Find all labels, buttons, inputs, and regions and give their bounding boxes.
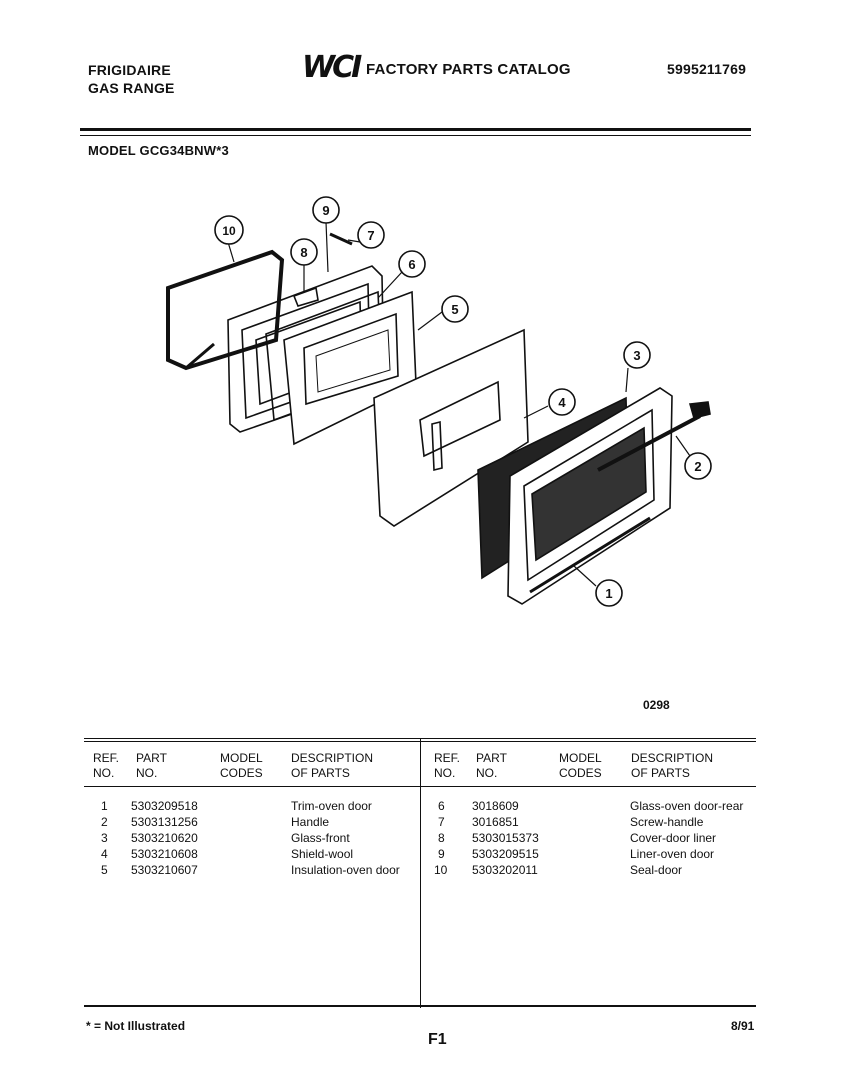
table-row: 3 5303210620 Glass-front <box>93 830 418 846</box>
part-no: 5303202011 <box>472 863 538 877</box>
ref-no: 2 <box>101 815 108 829</box>
table-row: 2 5303131256 Handle <box>93 814 418 830</box>
brand-name: FRIGIDAIRE <box>88 62 171 78</box>
exploded-diagram: 1 2 3 4 5 6 7 8 9 10 <box>166 196 712 607</box>
part-no: 5303210607 <box>131 863 198 877</box>
svg-text:4: 4 <box>558 395 566 410</box>
col-header-ref-right: REF.NO. <box>434 751 461 780</box>
svg-text:1: 1 <box>605 586 612 601</box>
callout-6: 6 <box>398 250 426 278</box>
callout-5: 5 <box>441 295 469 323</box>
table-row: 1 5303209518 Trim-oven door <box>93 798 418 814</box>
callout-4: 4 <box>548 388 576 416</box>
part-description: Shield-wool <box>291 847 354 861</box>
ref-no: 9 <box>438 847 445 861</box>
wci-logo: WCI <box>302 50 362 85</box>
part-description: Trim-oven door <box>291 799 372 813</box>
svg-text:7: 7 <box>367 228 374 243</box>
svg-text:3: 3 <box>633 348 640 363</box>
part-description: Cover-door liner <box>630 831 717 845</box>
part-no: 3016851 <box>472 815 519 829</box>
ref-no: 4 <box>101 847 108 861</box>
ref-no: 1 <box>101 799 108 813</box>
parts-list-left: 1 5303209518 Trim-oven door 2 5303131256… <box>93 798 418 878</box>
parts-list-right: 6 3018609 Glass-oven door-rear 7 3016851… <box>432 798 757 878</box>
part-description: Handle <box>291 815 330 829</box>
ref-no: 6 <box>438 799 445 813</box>
svg-text:6: 6 <box>408 257 415 272</box>
revision-date: 8/91 <box>731 1019 755 1033</box>
svg-text:10: 10 <box>222 224 236 238</box>
svg-text:5: 5 <box>451 302 458 317</box>
table-divider <box>420 738 421 1008</box>
part-description: Seal-door <box>630 863 683 877</box>
part-description: Glass-oven door-rear <box>630 799 744 813</box>
header-rule-thin <box>80 135 751 136</box>
product-type: GAS RANGE <box>88 80 175 96</box>
part-description: Screw-handle <box>630 815 704 829</box>
screw-part <box>329 232 353 246</box>
part-no: 5303131256 <box>131 815 198 829</box>
part-no: 5303209518 <box>131 799 198 813</box>
callout-9: 9 <box>312 196 340 224</box>
svg-text:8: 8 <box>300 245 307 260</box>
callout-10: 10 <box>214 215 244 245</box>
callout-8: 8 <box>290 238 318 266</box>
part-description: Glass-front <box>291 831 350 845</box>
table-row: 8 5303015373 Cover-door liner <box>432 830 757 846</box>
svg-text:9: 9 <box>322 203 329 218</box>
table-row: 9 5303209515 Liner-oven door <box>432 846 757 862</box>
catalog-title: FACTORY PARTS CATALOG <box>366 61 571 78</box>
ref-no: 5 <box>101 863 108 877</box>
table-row: 7 3016851 Screw-handle <box>432 814 757 830</box>
seal-door-part <box>166 249 285 371</box>
shield-wool-part <box>373 328 529 527</box>
ref-no: 7 <box>438 815 445 829</box>
callout-2: 2 <box>684 452 712 480</box>
table-row: 10 5303202011 Seal-door <box>432 862 757 878</box>
table-row: 6 3018609 Glass-oven door-rear <box>432 798 757 814</box>
catalog-number: 5995211769 <box>667 61 747 77</box>
cover-part <box>292 286 319 307</box>
col-header-ref: REF.NO. <box>93 751 120 780</box>
callout-7: 7 <box>357 221 385 249</box>
table-row: 4 5303210608 Shield-wool <box>93 846 418 862</box>
part-no: 5303015373 <box>472 831 539 845</box>
part-no: 3018609 <box>472 799 519 813</box>
header-rule <box>80 128 751 131</box>
footnote: * = Not Illustrated <box>86 1019 186 1033</box>
page-number: F1 <box>428 1031 447 1048</box>
callout-3: 3 <box>623 341 651 369</box>
callout-1: 1 <box>595 579 623 607</box>
part-no: 5303210620 <box>131 831 198 845</box>
svg-text:2: 2 <box>694 459 701 474</box>
part-description: Insulation-oven door <box>291 863 400 877</box>
part-no: 5303210608 <box>131 847 198 861</box>
ref-no: 3 <box>101 831 108 845</box>
table-row: 5 5303210607 Insulation-oven door <box>93 862 418 878</box>
table-bottom-rule <box>84 1005 756 1007</box>
handle-part <box>597 401 711 472</box>
model-number: MODEL GCG34BNW*3 <box>88 143 229 158</box>
ref-no: 8 <box>438 831 445 845</box>
part-no: 5303209515 <box>472 847 539 861</box>
figure-code: 0298 <box>643 698 670 712</box>
ref-no: 10 <box>434 863 448 877</box>
part-description: Liner-oven door <box>630 847 715 861</box>
